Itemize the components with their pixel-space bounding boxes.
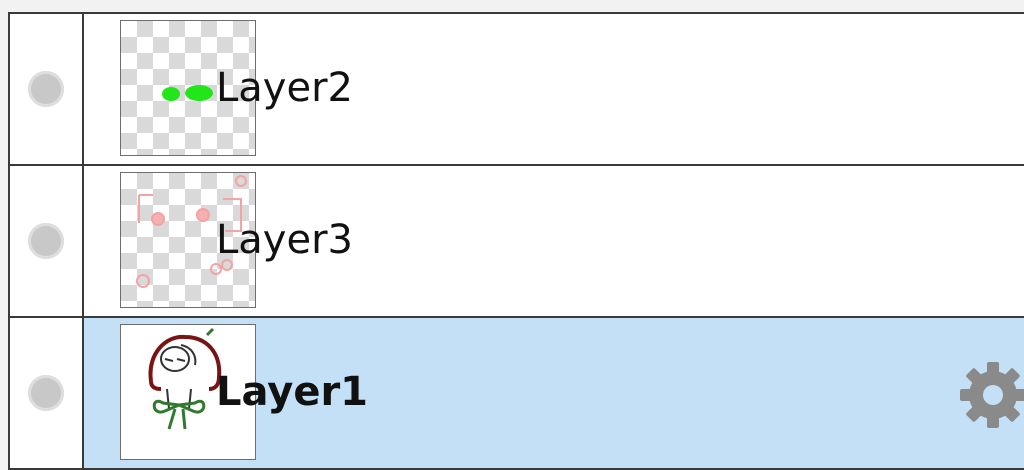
visibility-column xyxy=(10,14,84,164)
visibility-column xyxy=(10,166,84,316)
gear-icon[interactable] xyxy=(956,358,1024,432)
layer-thumbnail xyxy=(120,172,256,308)
layer-row-layer3[interactable]: Layer3 xyxy=(10,166,1024,318)
visibility-toggle-icon[interactable] xyxy=(28,71,64,107)
layer-thumbnail xyxy=(120,324,256,460)
visibility-column xyxy=(10,318,84,468)
pink-sketch-icon xyxy=(136,175,247,288)
visibility-toggle-icon[interactable] xyxy=(28,223,64,259)
green-dots-icon xyxy=(162,85,213,101)
layer-row-layer2[interactable]: Layer2 xyxy=(10,14,1024,166)
layer-name: Layer3 xyxy=(216,217,353,263)
layer-thumbnail xyxy=(120,20,256,156)
layer-panel: Layer2 Layer3 xyxy=(8,12,1024,470)
layer-row-layer1[interactable]: Layer1 xyxy=(10,318,1024,470)
visibility-toggle-icon[interactable] xyxy=(28,375,64,411)
layer-name: Layer2 xyxy=(216,65,353,111)
layer-name: Layer1 xyxy=(216,369,369,415)
character-drawing-icon xyxy=(148,327,222,430)
